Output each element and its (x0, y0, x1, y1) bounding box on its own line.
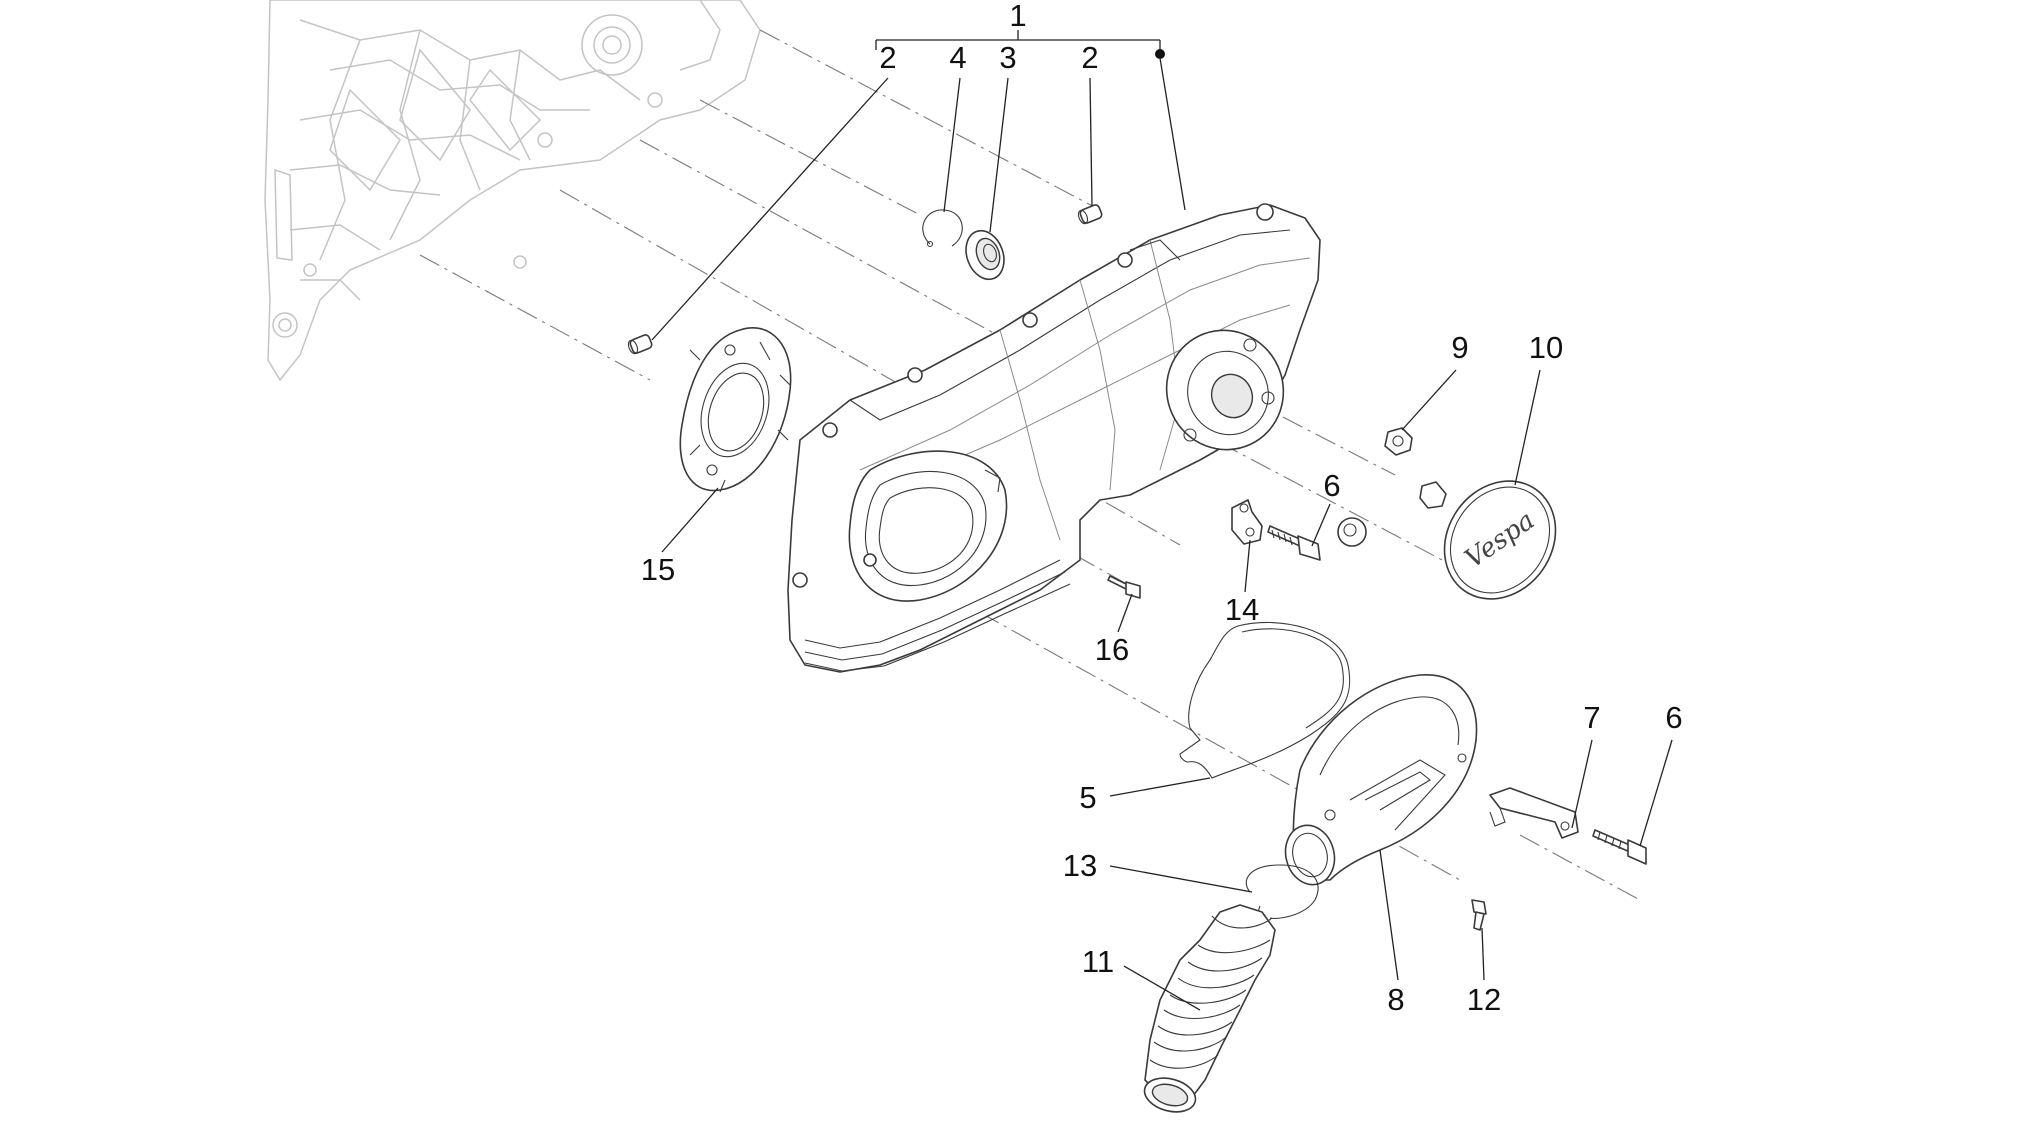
round-spacer (1337, 517, 1367, 547)
air-duct-cover (1284, 674, 1478, 886)
crankcase-background (264, 0, 761, 382)
callout-3: 3 (999, 40, 1016, 75)
bolt-upper (1267, 525, 1321, 561)
callout-2-right: 2 (1081, 40, 1098, 75)
leader-lines (651, 30, 1673, 1011)
callout-13: 13 (1063, 848, 1097, 883)
dowel-pin-left (627, 334, 653, 355)
callout-9: 9 (1451, 330, 1468, 365)
logo-cap: Vespa (1443, 480, 1557, 600)
bearing (965, 229, 1005, 281)
bracket (1489, 787, 1579, 839)
callout-10: 10 (1529, 330, 1563, 365)
callout-6-lower: 6 (1665, 700, 1682, 735)
inner-cover-plate (679, 327, 792, 493)
callout-12: 12 (1467, 982, 1501, 1017)
clip-bracket (1231, 499, 1263, 545)
transmission-cover (787, 203, 1321, 673)
gasket-seal (1179, 621, 1351, 779)
intake-hose (1143, 904, 1276, 1113)
callout-7: 7 (1583, 700, 1600, 735)
nut (1384, 427, 1413, 456)
small-screw-12 (1471, 899, 1487, 931)
spacer (1419, 481, 1447, 509)
callout-4: 4 (949, 40, 966, 75)
callout-5: 5 (1079, 780, 1096, 815)
callout-11: 11 (1082, 944, 1114, 979)
callout-8: 8 (1387, 982, 1404, 1017)
callout-2-left: 2 (879, 40, 896, 75)
callout-6-upper: 6 (1323, 468, 1340, 503)
small-screw-16 (1107, 575, 1141, 599)
bolt-lower (1592, 829, 1647, 865)
dowel-pin-right (1077, 204, 1103, 225)
callout-16: 16 (1095, 632, 1129, 667)
callout-labels: 1 2 4 3 2 9 10 6 15 14 16 7 6 5 13 11 8 … (641, 0, 1683, 1017)
circlip (922, 209, 963, 248)
callout-1: 1 (1009, 0, 1026, 33)
callout-14: 14 (1225, 592, 1259, 627)
callout-15: 15 (641, 552, 675, 587)
